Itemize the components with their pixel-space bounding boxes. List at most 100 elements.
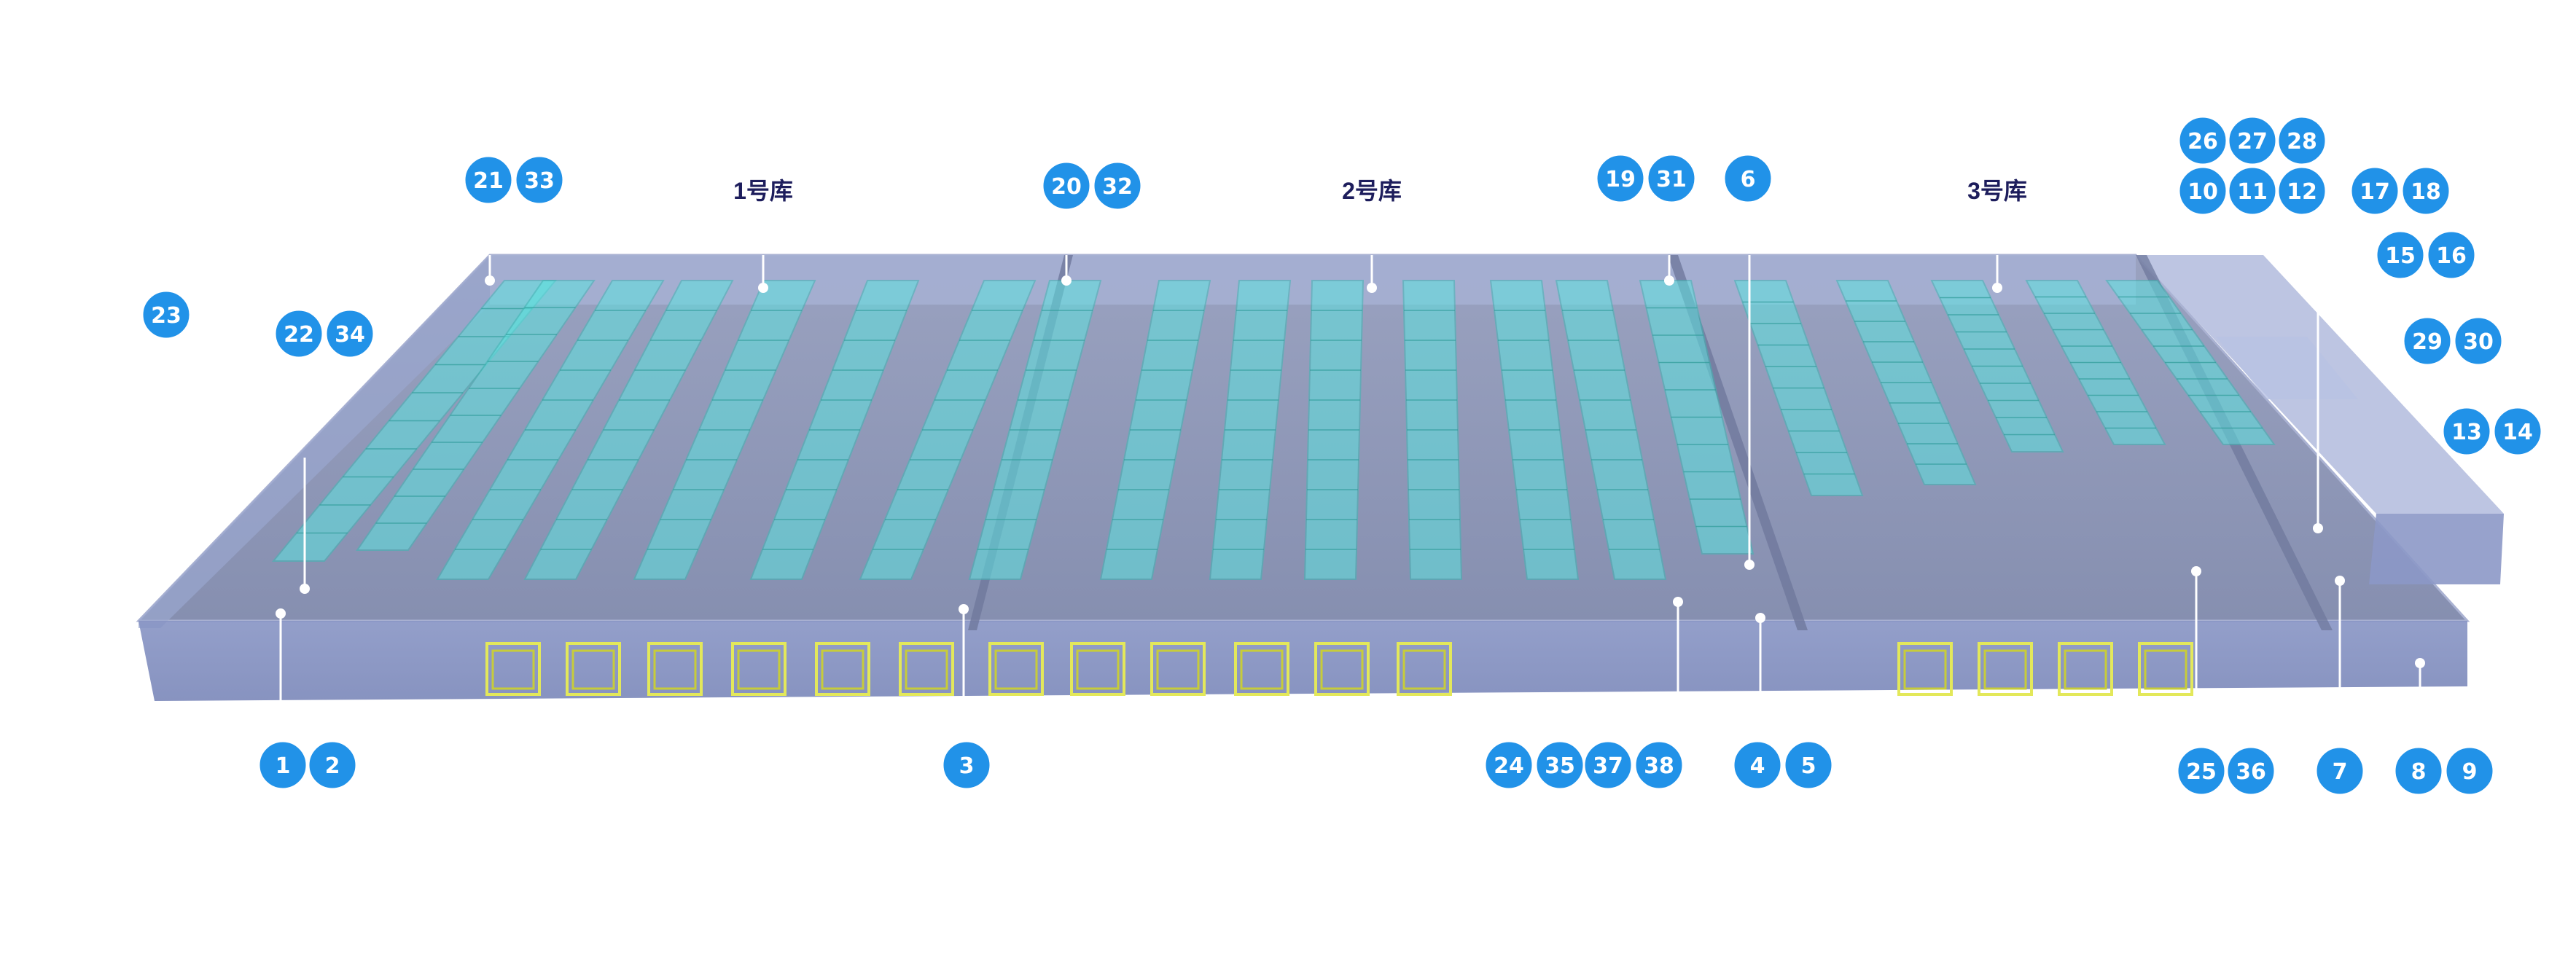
badge-group-g-6: 6 [1722,153,1773,204]
badge-circle [307,740,358,791]
badge-circle [514,154,565,205]
badge-number: 19 [1605,167,1636,192]
badge-circle [1646,153,1697,204]
callout-badge[interactable]: 10 [2177,165,2228,216]
badge-circle [2177,115,2228,166]
badge-circle [2441,406,2492,457]
callout-badge[interactable]: 3 [941,740,992,791]
badge-number: 1 [276,753,291,779]
badge-number: 5 [1801,753,1816,779]
callout-badge[interactable]: 7 [2314,745,2365,796]
loading-dock [1397,642,1452,696]
annex-side [2369,514,2504,584]
badge-circle [2393,745,2444,796]
left-wall [138,255,490,628]
callout-badge[interactable]: 4 [1732,740,1783,791]
front-wall [138,621,2467,701]
callout-badge[interactable]: 21 [463,154,514,205]
badge-group-g-7: 7 [2314,745,2365,796]
badge-number: 34 [335,322,365,348]
badge-number: 36 [2236,759,2266,785]
callout-anchor-dot [1664,275,1674,286]
callout-anchor-dot [1744,560,1755,570]
callout-badge[interactable]: 27 [2227,115,2278,166]
callout-badge[interactable]: 14 [2492,406,2543,457]
loading-dock [566,642,621,696]
callout-badge[interactable]: 26 [2177,115,2228,166]
callout-anchor-dot [1992,283,2002,293]
callout-badge[interactable]: 38 [1634,740,1685,791]
badge-circle [2225,745,2276,796]
badge-group-g-23: 23 [141,289,192,340]
callout-badge[interactable]: 5 [1783,740,1834,791]
loading-dock [1150,642,1206,696]
callout-badge[interactable]: 31 [1646,153,1697,204]
badge-number: 17 [2360,179,2390,205]
callout-badge[interactable]: 36 [2225,745,2276,796]
callout-badge[interactable]: 12 [2276,165,2327,216]
callout-badge[interactable]: 23 [141,289,192,340]
callout-badge[interactable]: 34 [324,308,375,359]
badge-circle [1582,740,1634,791]
badge-number: 28 [2287,129,2317,154]
badge-number: 3 [959,753,975,779]
badge-number: 11 [2237,179,2268,205]
badge-circle [2402,316,2453,367]
badge-number: 6 [1741,167,1756,192]
callout-badge[interactable]: 11 [2227,165,2278,216]
badge-number: 2 [325,753,340,779]
callout-badge[interactable]: 18 [2400,165,2451,216]
callout-badge[interactable]: 2 [307,740,358,791]
callout-badge[interactable]: 29 [2402,316,2453,367]
badge-number: 14 [2502,420,2533,445]
callout-badge[interactable]: 25 [2176,745,2227,796]
callout-badge[interactable]: 35 [1534,740,1585,791]
callout-badge[interactable]: 20 [1041,160,1092,211]
badge-circle [257,740,308,791]
callout-badge[interactable]: 13 [2441,406,2492,457]
badge-number: 33 [524,168,555,194]
badge-circle [2314,745,2365,796]
callout-badge[interactable]: 17 [2349,165,2400,216]
callout-badge[interactable]: 28 [2276,115,2327,166]
callout-badge[interactable]: 8 [2393,745,2444,796]
callout-badge[interactable]: 30 [2453,316,2504,367]
badge-circle [324,308,375,359]
badge-circle [1732,740,1783,791]
loading-dock [2058,642,2113,696]
badge-number: 7 [2333,759,2348,785]
loading-docks [485,642,2193,696]
badge-number: 25 [2186,759,2217,785]
badge-number: 26 [2187,129,2218,154]
callout-badge[interactable]: 33 [514,154,565,205]
callout-badge[interactable]: 16 [2426,230,2477,281]
badge-group-g-13-14: 13 14 [2441,406,2543,457]
callout-badge[interactable]: 6 [1722,153,1773,204]
badge-number: 10 [2187,179,2218,205]
badge-number: 23 [151,303,182,329]
callout-anchor-dot [1061,275,1072,286]
callout-anchor-dot [300,584,310,594]
callout-badge[interactable]: 19 [1595,153,1646,204]
badge-number: 20 [1051,174,1082,200]
badge-circle [2276,165,2327,216]
callout-badge[interactable]: 37 [1582,740,1634,791]
callout-badge[interactable]: 32 [1092,160,1143,211]
badge-group-g-3: 3 [941,740,992,791]
badge-number: 35 [1545,753,1575,779]
callout-anchor-dot [1367,283,1377,293]
callout-badge[interactable]: 1 [257,740,308,791]
annex-rooms [2216,337,2358,399]
zone-label-1: 1号库 [733,178,793,204]
callout-badge[interactable]: 9 [2444,745,2495,796]
badge-circle [2176,745,2227,796]
callout-anchor-dot [1673,597,1683,607]
callout-badge[interactable]: 15 [2375,230,2426,281]
callout-badge[interactable]: 22 [273,308,324,359]
loading-dock [1234,642,1289,696]
callout-badge[interactable]: 24 [1483,740,1534,791]
